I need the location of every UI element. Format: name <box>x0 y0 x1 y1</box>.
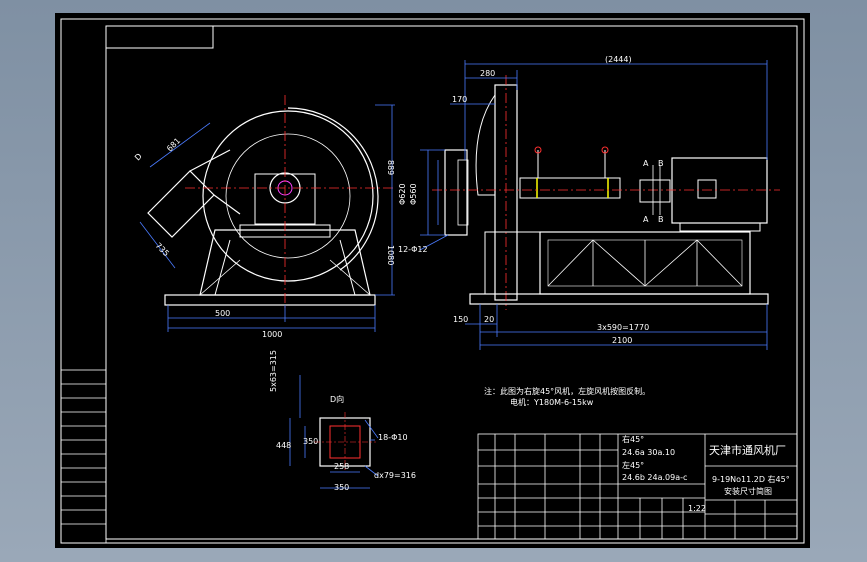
volute-inner <box>225 133 351 259</box>
detail-dim-vertical-top: 5x63=315 <box>269 350 278 392</box>
section-a-bottom: A <box>643 215 649 224</box>
section-b-bottom: B <box>658 215 664 224</box>
spec-left-1: 左45° <box>622 460 644 470</box>
side-dim-170: 170 <box>452 95 467 104</box>
side-base-plate <box>469 293 769 305</box>
detail-dim-bolt: dx79=316 <box>374 471 416 480</box>
top-left-tag-box <box>105 25 214 49</box>
side-dim-560: Φ560 <box>409 183 418 205</box>
side-dim-holes: 12-Φ12 <box>398 245 428 254</box>
side-dim-150: 150 <box>453 315 468 324</box>
detail-holes: 18-Φ10 <box>378 433 408 442</box>
side-bearing-box <box>519 177 621 199</box>
title-block <box>477 433 798 540</box>
front-dim-height-total: 1080 <box>386 245 395 265</box>
volute-scroll <box>287 107 379 271</box>
side-dim-top-total: (2444) <box>605 55 632 64</box>
section-a-top: A <box>643 159 649 168</box>
title-drawing-name-2: 安装尺寸简图 <box>724 486 772 496</box>
side-inlet-ring <box>457 159 469 226</box>
outer-frame <box>60 18 805 544</box>
side-motor-feet <box>679 222 761 232</box>
detail-dim-448: 448 <box>276 441 291 450</box>
side-pedestal <box>484 231 541 295</box>
detail-d-title: D向 <box>330 394 344 404</box>
front-base-plate <box>164 294 376 306</box>
side-coupling <box>639 179 671 203</box>
side-dim-span: 3x590=1770 <box>597 323 649 332</box>
side-dim-2100: 2100 <box>612 336 632 345</box>
drawing-sheet <box>55 13 810 548</box>
detail-dim-350-v: 350 <box>303 437 318 446</box>
spec-right-1: 右45° <box>622 434 644 444</box>
side-dim-620: Φ620 <box>398 183 407 205</box>
front-view: D 681 735 889 1080 500 1000 <box>133 95 395 339</box>
title-drawing-name-1: 9-19No11.2D 右45° <box>712 474 790 484</box>
detail-dim-350-h: 350 <box>334 483 349 492</box>
note-line-1: 注：此图为右旋45°风机，左旋风机按图反制。 <box>484 386 650 396</box>
side-dim-20: 20 <box>484 315 494 324</box>
volute-outer <box>202 110 374 282</box>
detail-dim-258: 258 <box>334 462 349 471</box>
inner-frame <box>105 25 798 540</box>
side-inlet-flange <box>444 149 468 236</box>
side-dim-280: 280 <box>480 69 495 78</box>
title-company: 天津市通风机厂 <box>709 443 786 457</box>
front-dim-base-total: 1000 <box>262 330 282 339</box>
front-duct-label: D <box>133 152 144 163</box>
spec-right-2: 24.6a 30a.10 <box>622 448 675 457</box>
detail-d-view: D向 5x63=315 448 350 258 350 18-Φ10 dx79=… <box>269 350 416 492</box>
section-b-top: B <box>658 159 664 168</box>
side-view: A B A B (2444) 280 170 Φ620 Φ560 <box>398 55 780 350</box>
outlet-duct <box>147 149 241 238</box>
front-dim-height-top: 889 <box>386 160 395 175</box>
spec-left-2: 24.6b 24a.09a-c <box>622 473 687 482</box>
title-scale: 1:22 <box>688 504 706 513</box>
side-motor-box <box>697 179 717 199</box>
revision-column <box>60 369 107 544</box>
note-line-2: 电机：Y180M-6-15kw <box>510 397 594 407</box>
front-dim-base-half: 500 <box>215 309 230 318</box>
